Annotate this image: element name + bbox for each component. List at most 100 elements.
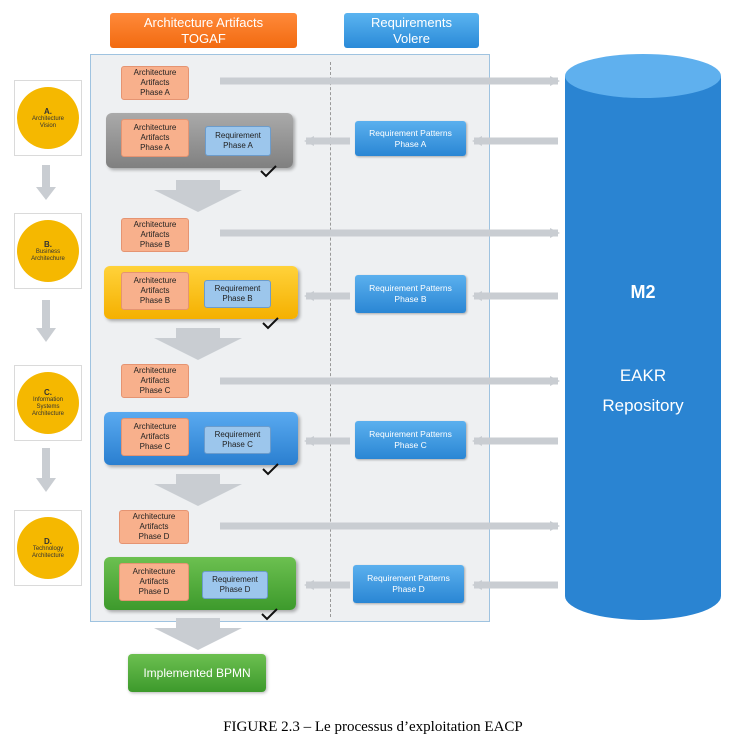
group-d-requirement: Requirement Phase D: [202, 571, 268, 599]
phase-d-circle: D. Technology Architecture: [17, 517, 79, 579]
pattern-phase-b: Requirement Patterns Phase B: [355, 275, 466, 313]
volere-header-line1: Requirements: [371, 14, 452, 30]
phase-b-title-1: Business: [35, 248, 61, 255]
pattern-d-line1: Requirement Patterns: [367, 573, 450, 583]
artifact-phase-a: Architecture Artifacts Phase A: [121, 66, 189, 100]
pattern-b-line1: Requirement Patterns: [369, 283, 452, 293]
group-b-requirement: Requirement Phase B: [204, 280, 271, 308]
artifact-a-line3: Phase A: [140, 88, 170, 97]
phase-c-title-3: Architecture: [31, 411, 64, 417]
phase-a-circle: A. Architecture Vision: [17, 87, 79, 149]
artifact-phase-d: Architecture Artifacts Phase D: [119, 510, 189, 544]
group-d-artifact-line1: Architecture: [132, 567, 176, 576]
togaf-header-line1: Architecture Artifacts: [143, 14, 264, 30]
group-a-req-line1: Requirement: [215, 131, 261, 140]
checkmark-icon: [260, 165, 277, 178]
phase-d-letter: D.: [44, 536, 52, 546]
group-b-req-line2: Phase B: [222, 294, 253, 303]
checkmark-icon: [262, 463, 279, 476]
artifact-a-line2: Artifacts: [140, 78, 170, 87]
phase-c-letter: C.: [44, 388, 52, 397]
repository-level: M2: [630, 282, 656, 302]
checkmark-icon: [261, 608, 278, 621]
pattern-c-line1: Requirement Patterns: [369, 429, 452, 439]
group-d-artifact-line2: Artifacts: [139, 577, 169, 586]
pattern-phase-d: Requirement Patterns Phase D: [353, 565, 464, 603]
artifact-phase-c: Architecture Artifacts Phase C: [121, 364, 189, 398]
group-d-artifact-line3: Phase D: [138, 587, 170, 596]
group-a-requirement: Requirement Phase A: [205, 126, 271, 156]
artifact-c-line1: Architecture: [133, 366, 177, 375]
group-c-req-line2: Phase C: [222, 440, 253, 449]
panel-divider: [330, 62, 331, 617]
phase-b-letter: B.: [44, 239, 52, 249]
pattern-phase-c: Requirement Patterns Phase C: [355, 421, 466, 459]
artifact-b-line1: Architecture: [133, 220, 177, 229]
pattern-c-line2: Phase C: [394, 440, 427, 450]
flow-arrow-1: [154, 180, 242, 212]
phase-a-title-2: Vision: [39, 122, 57, 129]
artifact-d-line1: Architecture: [132, 512, 176, 521]
phase-c-title-1: Information: [32, 397, 63, 403]
group-a-req-line2: Phase A: [223, 141, 253, 150]
phase-b-circle: B. Business Architechure: [17, 220, 79, 282]
phase-c-title-2: Systems: [36, 404, 60, 410]
group-a-artifact-line1: Architecture: [133, 123, 177, 132]
artifact-c-line2: Artifacts: [140, 376, 170, 385]
pattern-phase-a: Requirement Patterns Phase A: [355, 121, 466, 156]
phase-c-tile: C. Information Systems Architecture: [14, 365, 82, 441]
group-b-req-line1: Requirement: [214, 284, 261, 293]
artifact-b-line3: Phase B: [139, 240, 171, 249]
group-b-artifact-line3: Phase B: [139, 296, 171, 305]
pattern-d-line2: Phase D: [392, 584, 425, 594]
group-d-req-line2: Phase D: [219, 585, 251, 594]
group-b-artifact-line2: Artifacts: [140, 286, 170, 295]
pattern-a-line1: Requirement Patterns: [369, 127, 452, 138]
phase-d-title-1: Technology: [32, 545, 64, 552]
volere-header: Requirements Volere: [344, 13, 479, 48]
artifact-c-line3: Phase C: [139, 386, 171, 395]
flow-arrow-3: [154, 474, 242, 506]
group-b-artifact-line1: Architecture: [133, 276, 177, 285]
phase-b-tile: B. Business Architechure: [14, 213, 82, 289]
phase-a-tile: A. Architecture Vision: [14, 80, 82, 156]
group-c-req-line1: Requirement: [214, 430, 261, 439]
artifact-d-line2: Artifacts: [139, 522, 169, 531]
group-c-artifact: Architecture Artifacts Phase C: [121, 418, 189, 456]
group-b-artifact: Architecture Artifacts Phase B: [121, 272, 189, 310]
figure-caption: FIGURE 2.3 – Le processus d’exploitation…: [223, 719, 523, 735]
phase-d-title-2: Architecture: [31, 552, 64, 559]
phase-a-letter: A.: [44, 106, 52, 116]
group-d-req-line1: Requirement: [212, 575, 258, 584]
repository-name-line1: EAKR: [619, 366, 667, 385]
artifact-a-line1: Architecture: [133, 68, 177, 77]
group-c-artifact-line3: Phase C: [139, 442, 171, 451]
phase-b-title-2: Architechure: [31, 255, 65, 262]
group-c-artifact-line2: Artifacts: [140, 432, 170, 441]
group-d-artifact: Architecture Artifacts Phase D: [119, 563, 189, 601]
left-down-arrow-2: [36, 300, 56, 342]
implemented-bpmn-box: Implemented BPMN: [128, 654, 266, 692]
volere-header-line2: Volere: [393, 30, 430, 46]
flow-arrow-2: [154, 328, 242, 360]
pattern-b-line2: Phase B: [394, 294, 427, 304]
phase-a-title-1: Architecture: [31, 115, 64, 122]
artifact-d-line3: Phase D: [138, 532, 170, 541]
repository-name-line2: Repository: [602, 396, 684, 415]
group-a-artifact-line2: Artifacts: [140, 133, 170, 142]
group-a-artifact: Architecture Artifacts Phase A: [121, 119, 189, 157]
left-down-arrow-3: [36, 448, 56, 492]
phase-c-circle: C. Information Systems Architecture: [17, 372, 79, 434]
flow-arrow-output: [154, 618, 242, 650]
group-a-artifact-line3: Phase A: [140, 143, 170, 152]
group-c-artifact-line1: Architecture: [133, 422, 177, 431]
togaf-header: Architecture Artifacts TOGAF: [110, 13, 297, 48]
togaf-header-line2: TOGAF: [181, 30, 226, 46]
left-down-arrow-1: [36, 165, 56, 200]
artifact-phase-b: Architecture Artifacts Phase B: [121, 218, 189, 252]
repository-cylinder: [565, 54, 721, 620]
phase-d-tile: D. Technology Architecture: [14, 510, 82, 586]
